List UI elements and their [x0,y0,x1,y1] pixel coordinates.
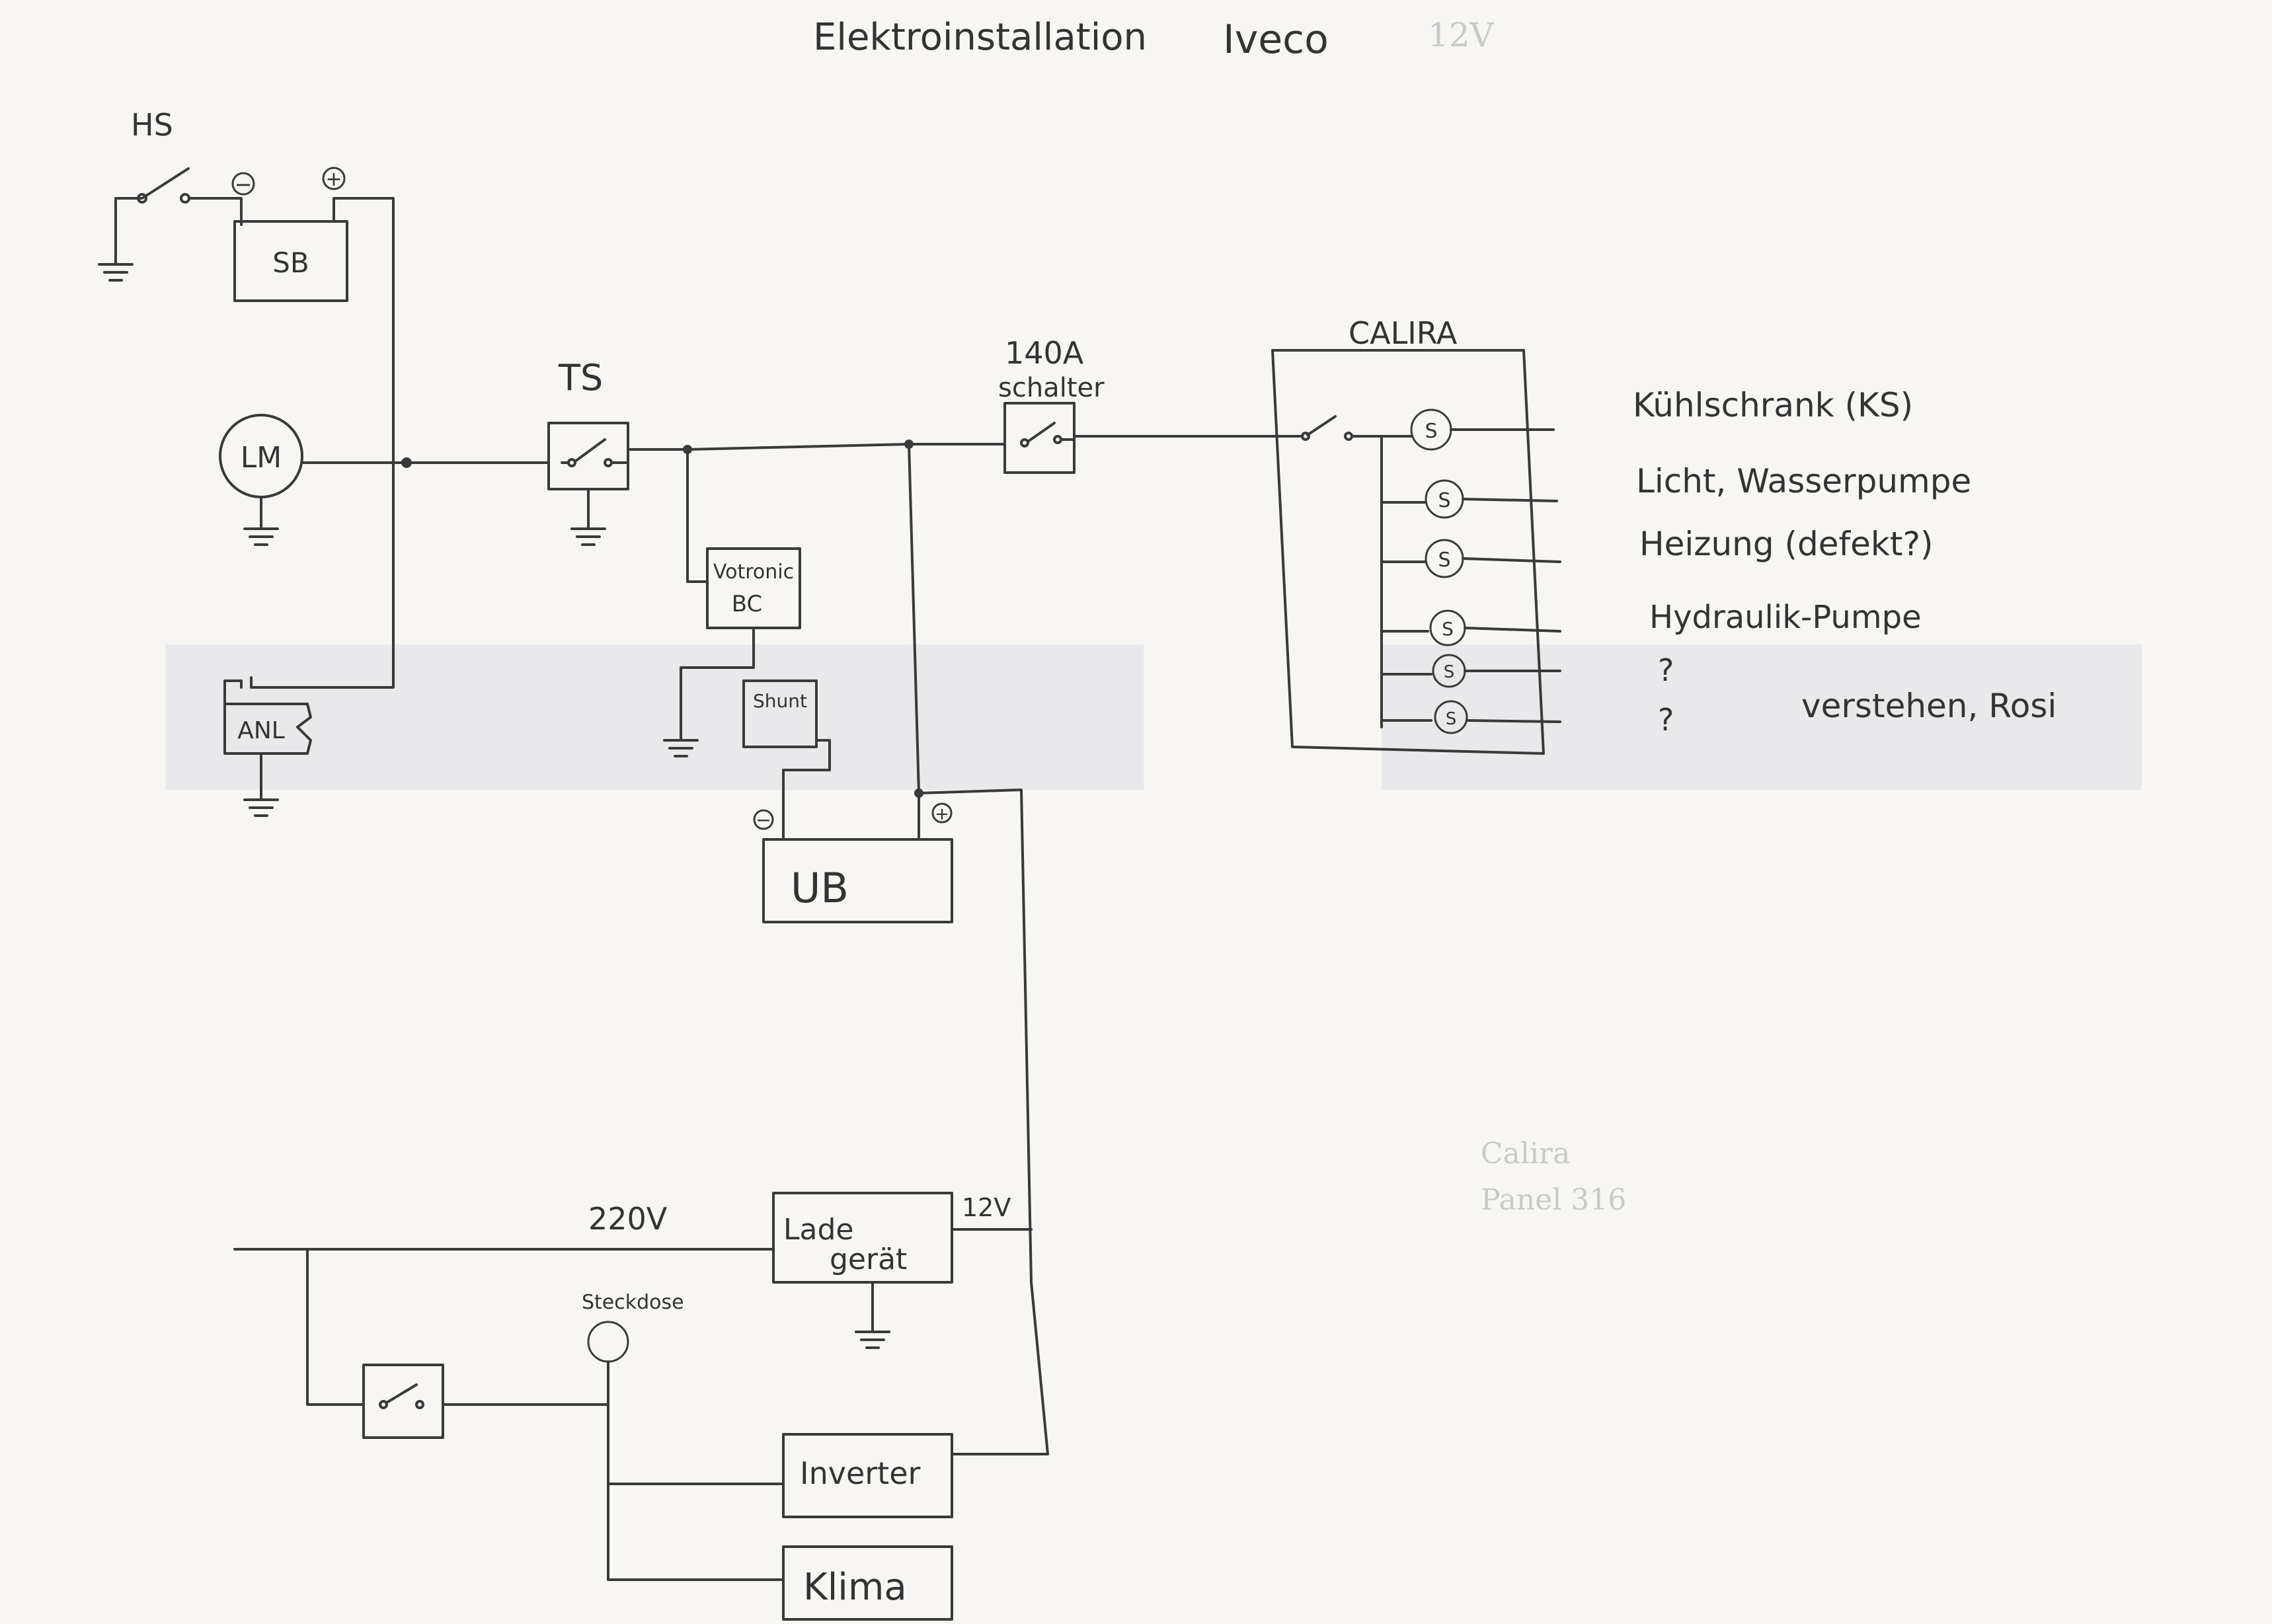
mains-220v-label: 220V [588,1201,668,1237]
klima-label: Klima [803,1566,907,1609]
ub-plus-terminal-icon [931,802,953,824]
svg-text:S: S [1438,489,1450,512]
sb-plus-terminal-icon [322,167,346,190]
switch-140a-label: 140A [1005,335,1084,371]
calira-panel-frame [1271,349,1545,755]
fuse-circuit-4: S [1380,609,1561,646]
ladegeraet-12v-label: 12V [962,1193,1011,1222]
steckdose-outlet-icon [587,1321,629,1363]
bleed-band-left [165,644,1144,790]
ladegeraet-label-2: gerät [830,1243,907,1276]
bus-wire-ts-140a [627,443,1006,451]
ts-ground-icon [570,488,606,546]
note-verstehen-rosi: verstehen, Rosi [1801,687,2057,725]
lm-ground-icon [243,496,279,546]
bleed-band-right [1382,644,2142,790]
transfer-switch [362,1364,444,1439]
outlet-feed-wire [607,1360,785,1581]
inverter-label: Inverter [800,1455,920,1491]
inverter-box [782,1433,953,1518]
fuse-circuit-5: S [1380,654,1561,688]
svg-text:S: S [1442,618,1454,640]
ladegeraet-ground-icon [855,1281,890,1349]
sb-minus-sign: − [235,172,253,197]
ub-battery [762,838,953,923]
sb-plus-sign: + [325,168,342,191]
mains-branch-wire [306,1248,365,1406]
calira-label: CALIRA [1349,315,1458,351]
votronic-feed-wire [686,448,709,583]
calira-main-switch [1278,415,1413,441]
fuse-s6-icon [1434,700,1468,734]
shunt-ground-wire [663,587,801,757]
hs-label: HS [131,107,173,143]
svg-text:S: S [1425,420,1437,443]
svg-text:S: S [1438,549,1450,572]
faint-note-panel: Panel 316 [1481,1183,1626,1217]
ub-minus-sign: − [756,809,771,831]
sb-plus-wire [250,197,395,689]
voltage-faint-label: 12V [1428,16,1495,54]
ub-plus-sign: + [935,804,949,824]
ub-label: UB [791,864,849,912]
votronic-bc-label: BC [732,591,762,617]
load-unknown-1: ? [1658,652,1674,688]
load-unknown-2: ? [1658,702,1674,738]
load-hydraulik-pumpe: Hydraulik-Pumpe [1649,599,1922,636]
fuse-circuit-2: S [1380,479,1558,519]
shunt-label: Shunt [753,690,807,712]
fuse-circuit-1: S [1410,408,1555,451]
shunt-box [742,679,818,748]
klima-box [782,1545,953,1621]
switch-140a [1003,402,1076,474]
ladegeraet-charger [772,1192,953,1284]
svg-text:S: S [1446,709,1457,729]
shunt-to-ub-minus-wire [782,739,831,841]
anl-fuse [223,679,312,755]
faint-note-calira: Calira [1481,1137,1570,1171]
hs-ground-icon [98,197,134,282]
ub-minus-terminal-icon [753,809,774,830]
load-heizung: Heizung (defekt?) [1639,525,1933,563]
ladegeraet-label-1: Lade [783,1213,853,1247]
switch-140a-schalter-label: schalter [998,373,1105,403]
load-kuehlschrank: Kühlschrank (KS) [1633,386,1913,424]
diagram-title: Elektroinstallation [813,16,1147,59]
svg-text:S: S [1444,662,1455,682]
sb-label: SB [272,247,309,279]
ts-label: TS [558,357,603,399]
load-licht-wasserpumpe: Licht, Wasserpumpe [1636,462,1971,500]
anl-ground-icon [243,752,279,817]
fuse-circuit-6: S [1380,700,1561,734]
sb-minus-terminal-icon [231,172,255,196]
hs-switch [98,167,243,282]
vehicle-label: Iveco [1223,17,1329,63]
lm-label: LM [241,441,282,475]
fuse-circuit-3: S [1380,539,1561,578]
ts-switch [547,422,629,546]
votronic-label: Votronic [713,561,794,584]
ub-plus-to-inverter-wire [918,789,1049,1455]
sb-battery [233,220,348,302]
steckdose-label: Steckdose [582,1291,684,1314]
anl-label: ANL [237,717,285,744]
